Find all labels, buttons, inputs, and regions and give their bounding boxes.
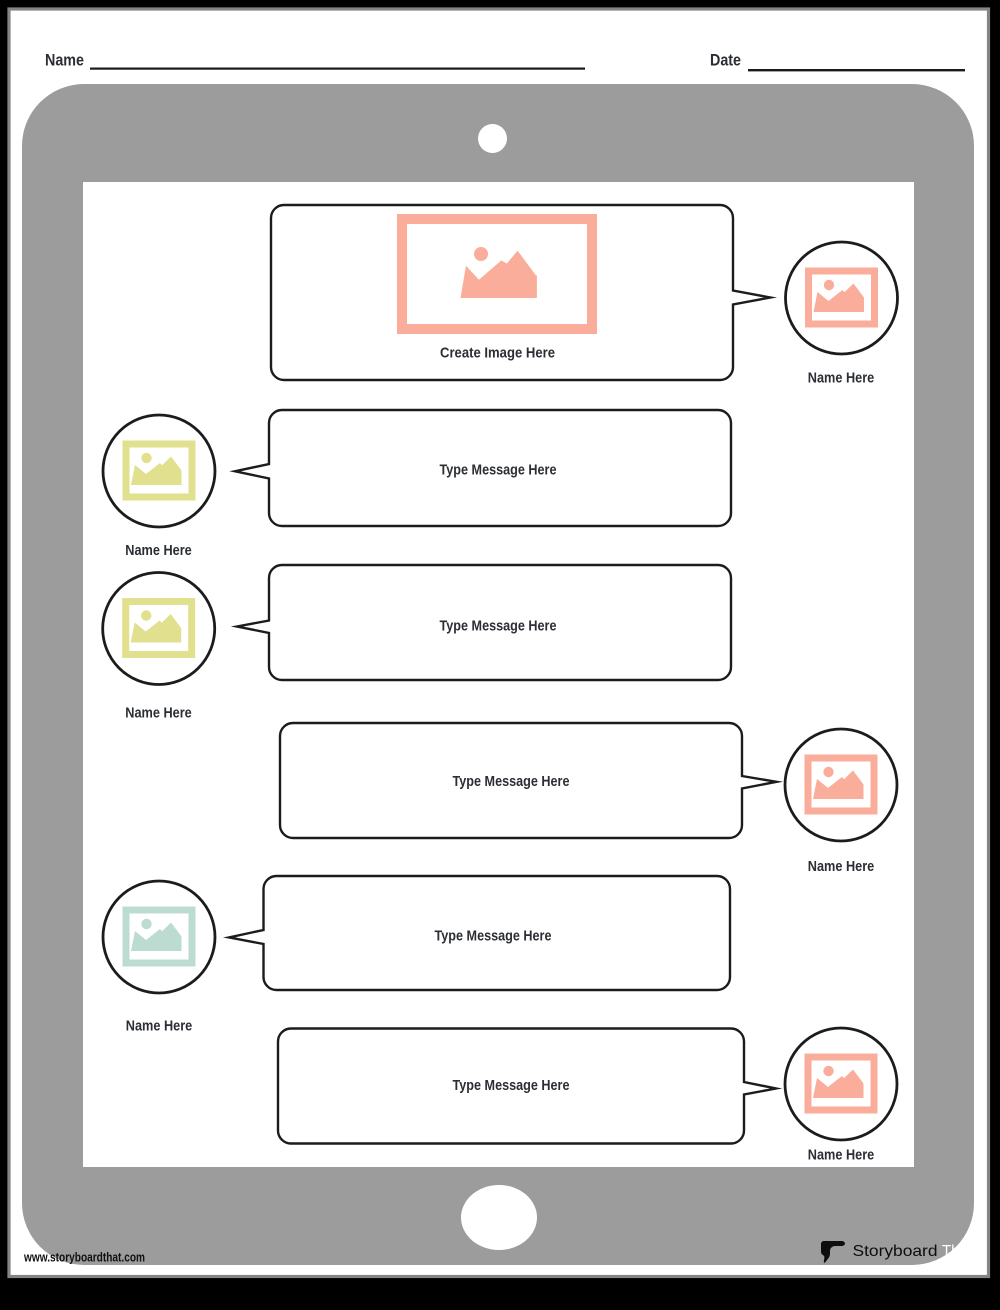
svg-text:That: That [942,1243,973,1260]
svg-text:Type Message Here: Type Message Here [440,618,557,635]
svg-text:Create Image Here: Create Image Here [440,344,555,361]
svg-text:Name Here: Name Here [808,858,875,875]
svg-text:www.storyboardthat.com: www.storyboardthat.com [23,1250,145,1265]
svg-text:Name Here: Name Here [125,705,192,722]
svg-text:Type Message Here: Type Message Here [440,462,557,479]
svg-text:Name Here: Name Here [126,1018,193,1035]
svg-text:Name Here: Name Here [808,370,875,387]
svg-text:Storyboard: Storyboard [853,1243,938,1260]
svg-text:Type Message Here: Type Message Here [435,928,552,945]
svg-text:Name Here: Name Here [125,542,192,559]
svg-text:Name: Name [45,52,84,70]
svg-text:Date: Date [710,52,741,70]
svg-text:Type Message Here: Type Message Here [453,773,570,790]
svg-text:Name Here: Name Here [808,1147,875,1164]
svg-text:Type Message Here: Type Message Here [453,1077,570,1094]
